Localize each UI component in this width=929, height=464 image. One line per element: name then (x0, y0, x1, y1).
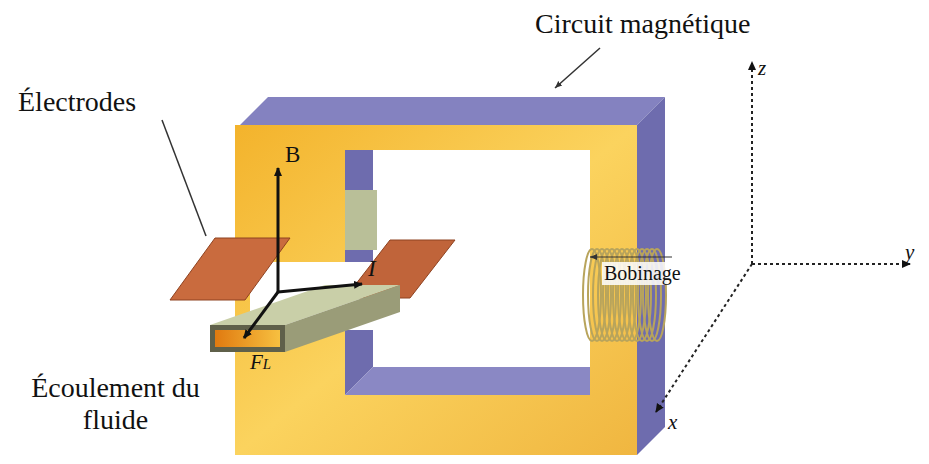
axes (656, 62, 910, 412)
axis-label: y (905, 240, 914, 264)
axis-label: x (668, 410, 677, 434)
channel-front (210, 325, 285, 352)
pole-piece (345, 190, 377, 250)
core-top (240, 97, 665, 125)
vector-label: FL (250, 350, 271, 374)
leader-arrow (590, 256, 597, 257)
electrode (170, 238, 290, 300)
current-arrow (278, 284, 362, 292)
part-label: Circuit magnétique (535, 8, 750, 40)
leader-line (597, 256, 672, 257)
core-front (235, 125, 637, 455)
leader-line (162, 120, 206, 236)
vector-label: I (368, 256, 376, 282)
field-arrow (277, 168, 280, 292)
axis-label: z (758, 56, 766, 80)
part-label: Bobinage (602, 262, 683, 285)
part-label: Écoulement du fluide (8, 372, 223, 436)
vector-label: B (285, 142, 300, 168)
channel-side (285, 285, 400, 352)
part-label: Électrodes (18, 86, 136, 118)
window-floor (345, 367, 590, 395)
force-arrow (244, 292, 278, 338)
leader-line (555, 48, 600, 88)
